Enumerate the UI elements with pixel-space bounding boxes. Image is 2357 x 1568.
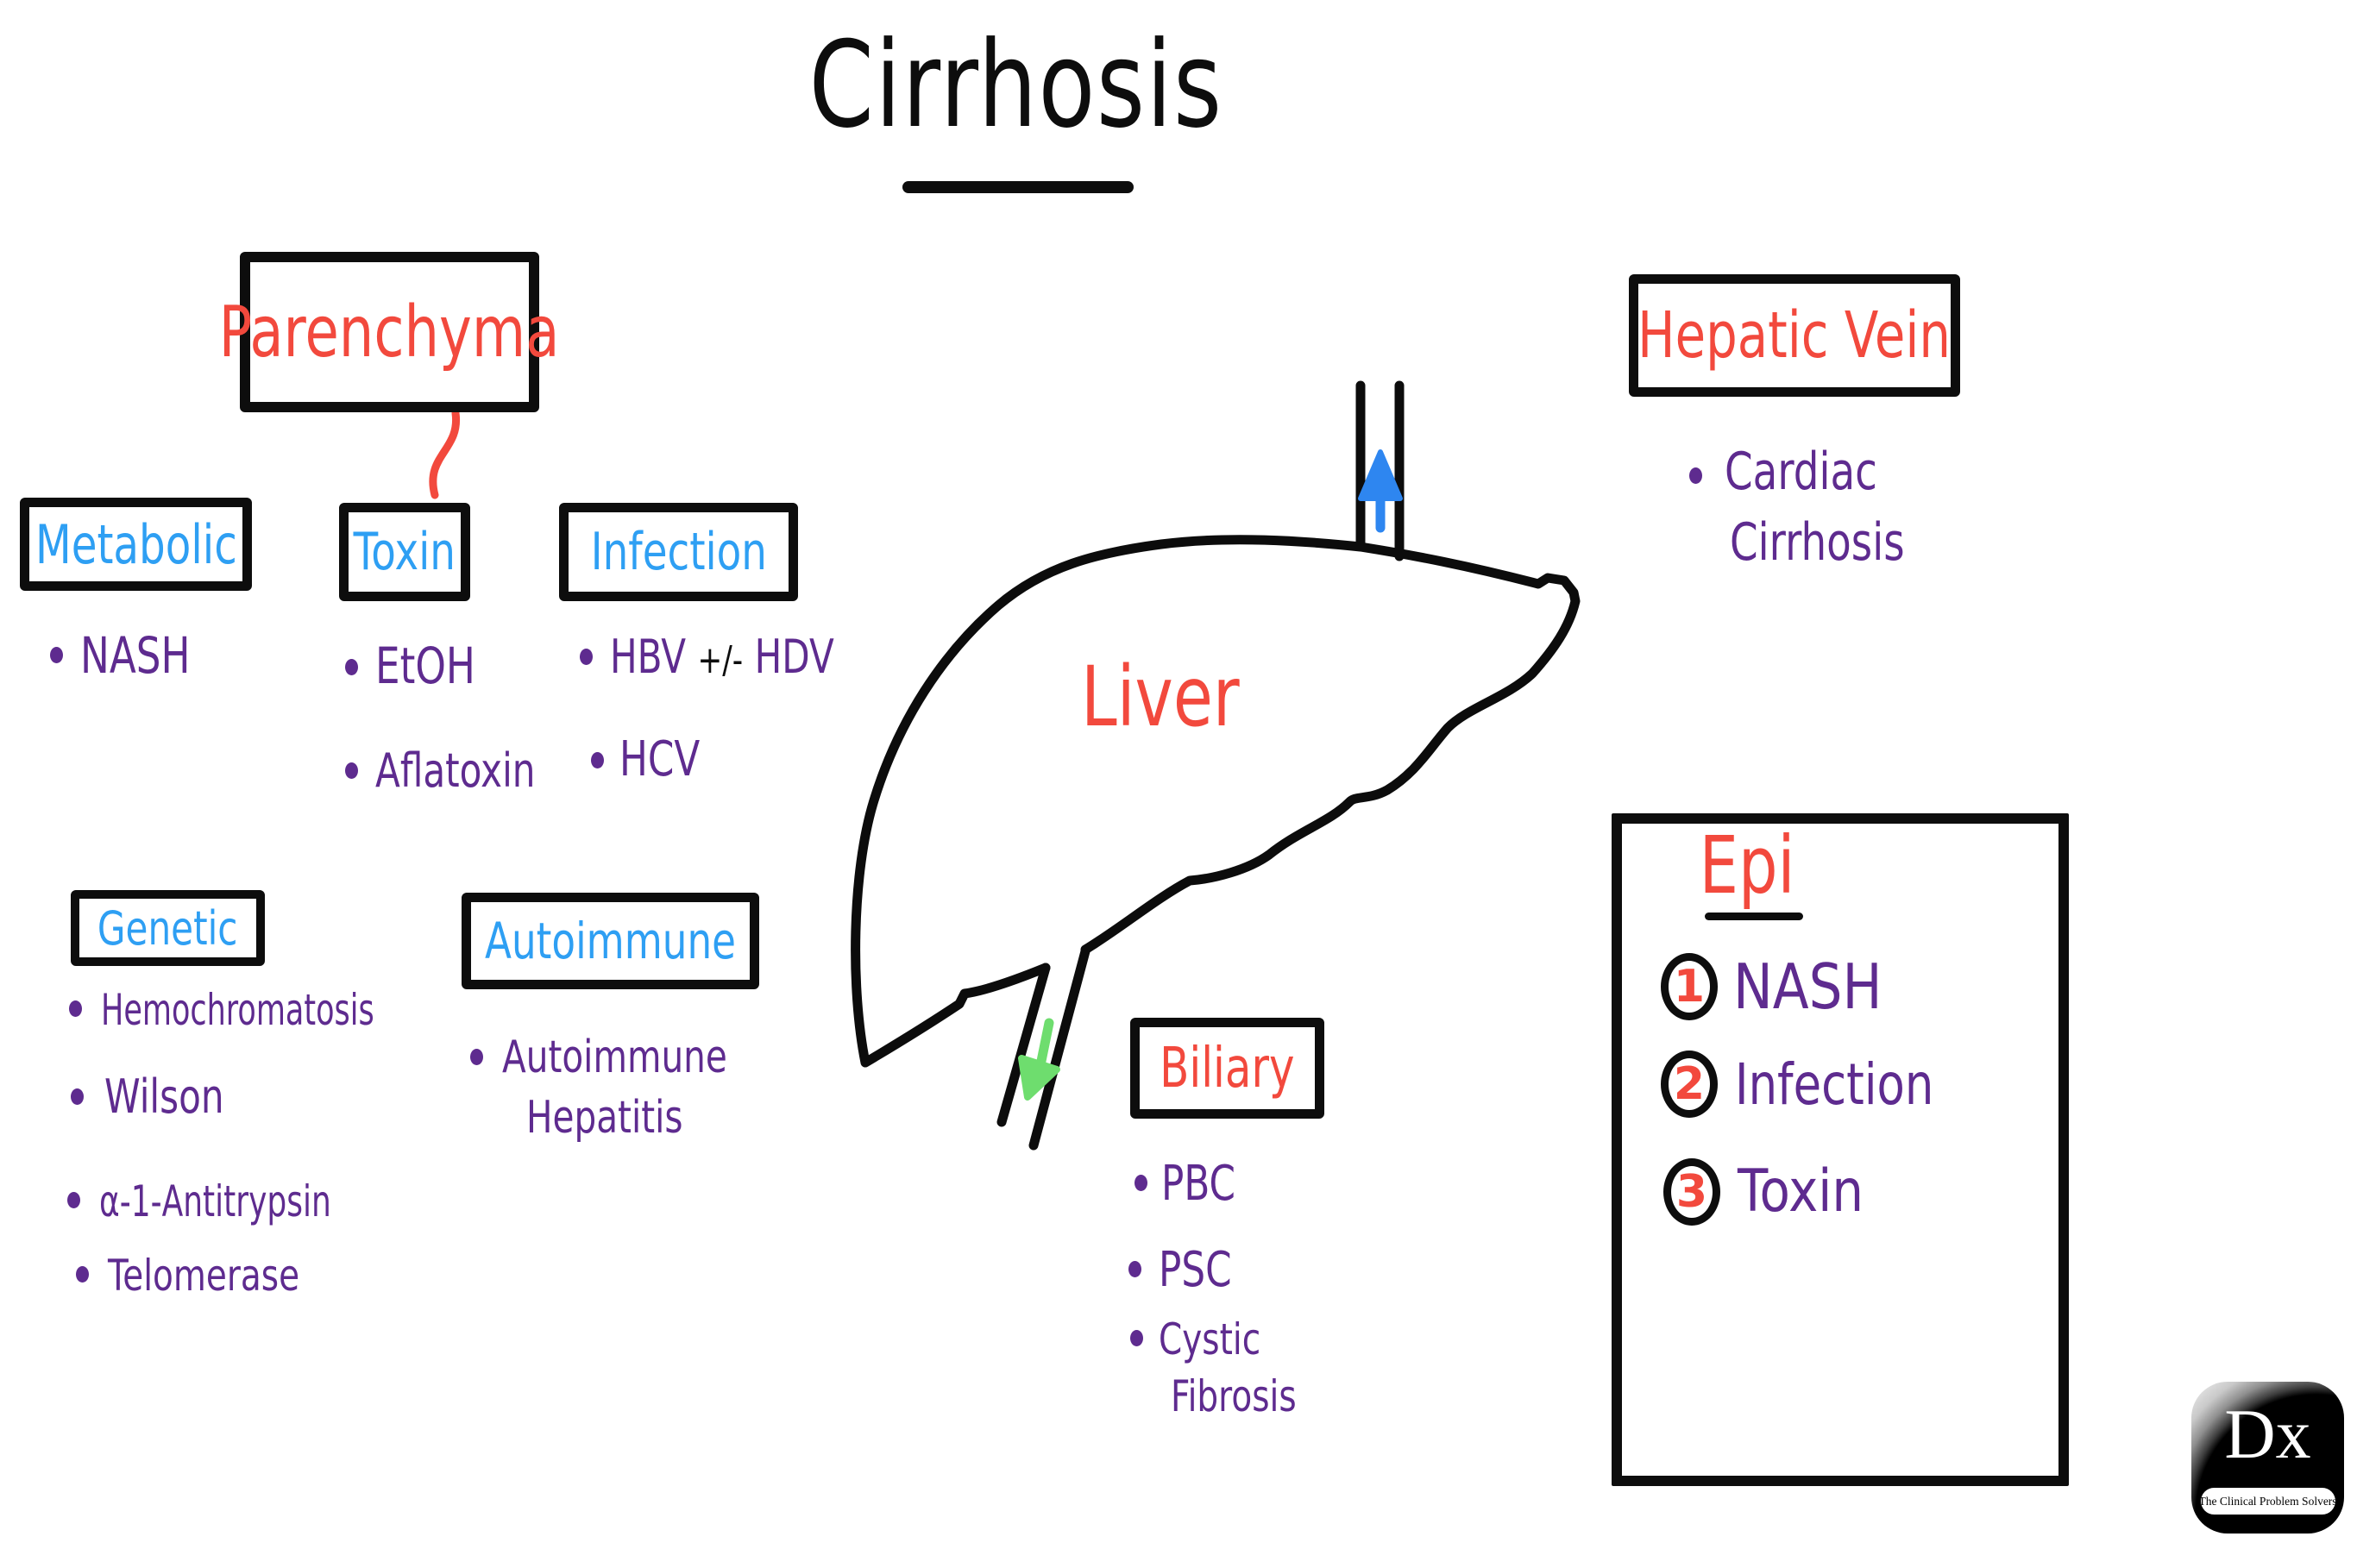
epi-title: Epi <box>1699 819 1795 912</box>
bullet-icon <box>71 1088 84 1105</box>
list-item: α-1-Antitrypsin <box>67 1176 421 1226</box>
epi-underline <box>1705 913 1803 920</box>
list-item: Autoimmune Hepatitis <box>470 1032 790 1144</box>
list-item: Cardiac Cirrhosis <box>1689 442 1954 573</box>
bile-outflow-arrow-icon <box>1018 1018 1060 1101</box>
biliary-label: Biliary <box>1160 1036 1295 1101</box>
bullet-icon <box>345 659 358 675</box>
page-title-text: Cirrhosis <box>808 16 1223 154</box>
parenchyma-label: Parenchyma <box>219 291 560 373</box>
logo-dx-text: Dx <box>2224 1395 2311 1473</box>
toxin-item-etoh: EtOH <box>375 637 475 695</box>
hepatic-vein-item-line2: Cirrhosis <box>1730 512 1905 573</box>
genetic-item-a1-antitrypsin: α-1-Antitrypsin <box>99 1176 331 1226</box>
genetic-item-telomerase: Telomerase <box>108 1251 300 1301</box>
epi-item-nash: NASH <box>1733 950 1882 1023</box>
toxin-label: Toxin <box>353 522 456 582</box>
logo-subtitle: The Clinical Problem Solvers <box>2198 1494 2337 1508</box>
hepatic-vein-vessel <box>1355 380 1405 561</box>
metabolic-box: Metabolic <box>20 498 252 591</box>
list-item: PBC <box>1135 1156 1256 1212</box>
epi-rank-1: 1 <box>1673 961 1706 1013</box>
bullet-icon <box>69 1000 82 1017</box>
metabolic-item-nash: NASH <box>80 626 191 685</box>
bullet-icon <box>580 649 593 665</box>
hepatic-vein-label: Hepatic Vein <box>1637 298 1952 373</box>
plus-minus-text: +/- <box>697 638 744 682</box>
epi-item-infection: Infection <box>1735 1051 1934 1118</box>
bullet-icon <box>1135 1175 1147 1191</box>
autoimmune-item-line1: Autoimmune <box>502 1032 727 1083</box>
logo-pill: The Clinical Problem Solvers <box>2198 1488 2337 1515</box>
genetic-label: Genetic <box>97 900 238 956</box>
epi-item: 3 Toxin <box>1663 1157 1886 1226</box>
biliary-box: Biliary <box>1130 1018 1324 1119</box>
autoimmune-box: Autoimmune <box>462 893 759 989</box>
autoimmune-item-line2: Hepatitis <box>526 1092 683 1144</box>
toxin-item-aflatoxin: Aflatoxin <box>375 743 536 798</box>
list-item: PSC <box>1128 1242 1252 1298</box>
epi-box <box>1612 813 2069 1486</box>
parenchyma-toxin-connector <box>429 409 461 499</box>
bullet-icon <box>470 1049 483 1065</box>
list-item: Hemochromatosis <box>69 985 491 1035</box>
metabolic-label: Metabolic <box>35 512 237 576</box>
page-title: Cirrhosis <box>751 16 1268 154</box>
circled-number-icon: 3 <box>1663 1157 1720 1226</box>
liver-label: Liver <box>1081 649 1240 745</box>
biliary-item-cystic-line2: Fibrosis <box>1171 1371 1297 1421</box>
bullet-icon <box>50 647 63 663</box>
hbv-text: HBV <box>610 630 687 684</box>
genetic-item-hemochromatosis: Hemochromatosis <box>101 985 374 1035</box>
toxin-box: Toxin <box>339 503 470 601</box>
biliary-item-cystic-line1: Cystic <box>1159 1314 1261 1364</box>
list-item: Wilson <box>71 1069 258 1124</box>
epi-rank-3: 3 <box>1675 1165 1708 1218</box>
parenchyma-box: Parenchyma <box>219 252 560 412</box>
epi-item-toxin: Toxin <box>1738 1157 1864 1226</box>
genetic-item-wilson: Wilson <box>104 1069 224 1124</box>
clinical-problem-solvers-logo: Dx The Clinical Problem Solvers <box>2191 1382 2344 1534</box>
circled-number-icon: 1 <box>1661 953 1718 1020</box>
infection-item-hcv: HCV <box>619 731 701 787</box>
hdv-text: HDV <box>754 630 834 684</box>
biliary-item-psc: PSC <box>1159 1242 1232 1298</box>
epi-rank-2: 2 <box>1673 1058 1706 1110</box>
list-item: NASH <box>50 626 222 685</box>
bullet-icon <box>76 1266 89 1283</box>
epi-item: 2 Infection <box>1661 1051 1983 1118</box>
list-item: HCV <box>591 731 723 787</box>
hepatic-vein-item-line1: Cardiac <box>1725 442 1877 502</box>
autoimmune-label: Autoimmune <box>485 912 736 970</box>
infection-item-hbv-hdv: HBV +/- HDV <box>610 630 834 684</box>
epi-item: 1 NASH <box>1661 950 1908 1023</box>
bullet-icon <box>1128 1261 1141 1277</box>
bullet-icon <box>345 762 358 779</box>
circled-number-icon: 2 <box>1661 1051 1718 1118</box>
list-item: Telomerase <box>76 1251 354 1301</box>
genetic-box: Genetic <box>71 890 265 966</box>
title-underline <box>902 181 1134 193</box>
bullet-icon <box>591 752 604 768</box>
list-item: EtOH <box>345 637 504 695</box>
list-item: Aflatoxin <box>345 743 581 798</box>
infection-box: Infection <box>559 503 798 601</box>
bile-duct <box>996 946 1091 1151</box>
bullet-icon <box>1689 467 1702 484</box>
biliary-item-pbc: PBC <box>1161 1156 1236 1212</box>
list-item: Cystic Fibrosis <box>1130 1314 1332 1421</box>
bullet-icon <box>67 1192 80 1208</box>
liver-outline <box>851 535 1581 1068</box>
hepatic-vein-box: Hepatic Vein <box>1629 274 1960 397</box>
bullet-icon <box>1130 1330 1143 1346</box>
blood-outflow-arrow-icon <box>1358 449 1403 533</box>
infection-label: Infection <box>590 522 767 582</box>
list-item: HBV +/- HDV <box>580 630 897 684</box>
